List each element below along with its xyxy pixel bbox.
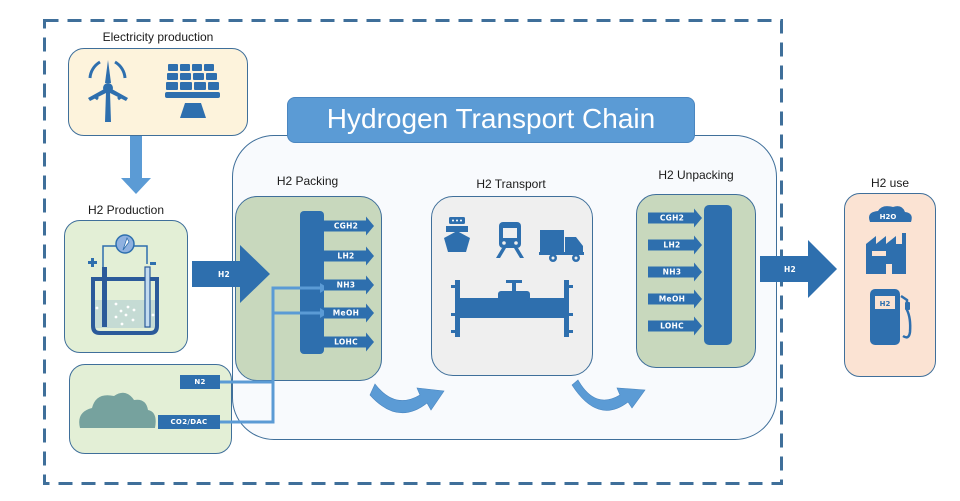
pipeline-icon — [451, 280, 573, 337]
feedstock-tag-n2: N2 — [180, 375, 220, 389]
unpacking-carrier-label: LOHC — [660, 322, 684, 331]
system-boundary — [43, 19, 783, 485]
unpacking-label: H2 Unpacking — [658, 168, 734, 182]
unpacking-carrier-nh3: NH3 — [648, 262, 702, 282]
factory-h2o-icon: H2O — [866, 206, 912, 274]
unpacking-carrier-arrow-shape — [648, 316, 702, 336]
packing-carrier-label: LOHC — [334, 338, 358, 347]
use-label: H2 use — [870, 176, 910, 190]
packing-carrier-label: LH2 — [337, 252, 354, 261]
truck-icon — [539, 230, 584, 262]
chain-title: Hydrogen Transport Chain — [326, 103, 656, 134]
electricity-to-production-arrow — [121, 136, 151, 194]
pump-h2-text: H2 — [880, 300, 891, 308]
packing-carrier-nh3: NH3 — [324, 275, 374, 295]
h2-use-flow-label: H2 — [784, 265, 796, 274]
unpacking-carrier-meoh: MeOH — [648, 289, 702, 309]
unpacking-hub-bar — [704, 205, 732, 345]
production-label: H2 Production — [87, 203, 165, 217]
packing-carrier-lohc: LOHC — [324, 332, 374, 352]
unpacking-carrier-arrow-shape — [648, 289, 702, 309]
feedstock-lines — [220, 286, 325, 424]
chain-title-banner — [287, 97, 695, 143]
packing-carrier-arrow-shape — [324, 216, 374, 236]
use-box — [844, 193, 936, 377]
ship-icon — [444, 217, 470, 252]
cloud-icon — [79, 392, 156, 428]
unpacking-carrier-label: MeOH — [659, 295, 685, 304]
train-icon — [496, 222, 524, 258]
feedstock-tag-co2-dac: CO2/DAC — [158, 415, 220, 429]
h2-arrow-unpacking-to-use: H2 — [760, 240, 837, 298]
unpacking-carrier-cgh2: CGH2 — [648, 208, 702, 228]
unpacking-carrier-arrow-shape — [648, 208, 702, 228]
packing-carrier-arrow-shape — [324, 303, 374, 323]
electrolyzer-icon — [88, 234, 159, 335]
h2-fuel-pump-icon: H2 — [870, 289, 912, 345]
solar-panel-icon — [165, 64, 220, 118]
packing-label: H2 Packing — [276, 174, 339, 188]
unpacking-carrier-label: CGH2 — [660, 214, 684, 223]
h2-flow-label: H2 — [218, 270, 230, 279]
h2o-text: H2O — [880, 213, 897, 221]
unpacking-carrier-arrow-shape — [648, 262, 702, 282]
packing-hub-bar — [300, 211, 324, 354]
packing-carrier-cgh2: CGH2 — [324, 216, 374, 236]
curved-arrow-packing-to-transport — [369, 383, 445, 414]
curved-arrow-transport-to-unpacking — [571, 379, 646, 411]
unpacking-carrier-arrow-shape — [648, 235, 702, 255]
transport-label: H2 Transport — [476, 177, 546, 191]
packing-carrier-label: NH3 — [337, 281, 356, 290]
unpacking-carrier-lh2: LH2 — [648, 235, 702, 255]
electricity-label: Electricity production — [102, 30, 214, 44]
unpacking-carrier-label: LH2 — [663, 241, 680, 250]
unpacking-carrier-label: NH3 — [663, 268, 682, 277]
unpacking-carrier-lohc: LOHC — [648, 316, 702, 336]
packing-carrier-lh2: LH2 — [324, 246, 374, 266]
packing-carrier-meoh: MeOH — [324, 303, 374, 323]
packing-carrier-label: CGH2 — [334, 222, 358, 231]
packing-carrier-arrow-shape — [324, 275, 374, 295]
packing-carrier-label: MeOH — [333, 309, 359, 318]
h2-arrow-production-to-packing: H2 — [192, 245, 270, 303]
packing-carrier-arrow-shape — [324, 246, 374, 266]
packing-carrier-arrow-shape — [324, 332, 374, 352]
wind-turbine-icon — [88, 60, 128, 122]
